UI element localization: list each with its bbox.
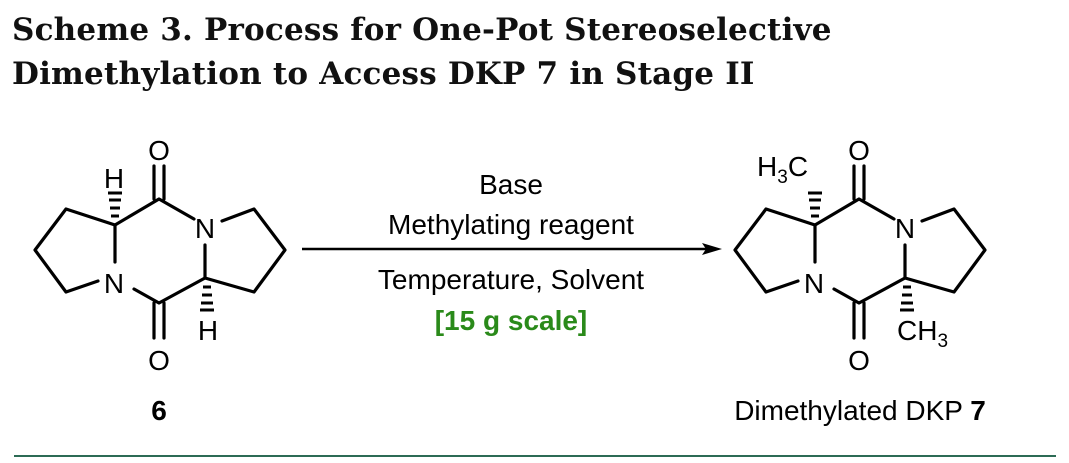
hashed-bond-top (108, 191, 122, 218)
condition-base: Base (479, 169, 543, 200)
product-molecule-7: O O N N H3C CH3 Dimethylated DKP 7 (733, 135, 987, 426)
hashed-bond-bottom-methyl (900, 285, 914, 312)
atom-n-left: N (104, 268, 124, 299)
methyl-top-h: H (757, 151, 777, 182)
methyl-top-c: C (788, 151, 808, 182)
methyl-bottom-ch3: CH3 (897, 315, 948, 352)
hashed-bond-bottom (200, 285, 214, 312)
compound-label-7: Dimethylated DKP 7 (734, 395, 986, 426)
title-line-1: Scheme 3. Process for One-Pot Stereosele… (12, 12, 832, 48)
atom-h-top: H (104, 163, 124, 194)
product-bonds (733, 164, 987, 340)
scheme-title: Scheme 3. Process for One-Pot Stereosele… (12, 8, 832, 96)
atom-n-right: N (895, 213, 915, 244)
methyl-bottom-subscript: 3 (937, 331, 948, 352)
reaction-arrow (302, 243, 722, 255)
scheme-bottom-rule (14, 455, 1056, 457)
compound-label-6: 6 (151, 395, 167, 426)
hashed-bond-top-methyl (808, 191, 822, 218)
atom-o-top: O (848, 135, 870, 166)
condition-scale: [15 g scale] (435, 305, 588, 336)
condition-methylating-reagent: Methylating reagent (388, 209, 634, 240)
compound-label-7-text: Dimethylated DKP (734, 395, 970, 426)
title-line-2: Dimethylation to Access DKP 7 in Stage I… (12, 56, 755, 92)
atom-o-top: O (148, 135, 170, 166)
atom-n-right: N (195, 213, 215, 244)
reactant-molecule-6: O O N N H H 6 (33, 135, 287, 426)
reactant-bonds (33, 164, 287, 340)
atom-n-left: N (804, 268, 824, 299)
methyl-top-subscript: 3 (777, 167, 788, 188)
methyl-top-h3c: H3C (757, 151, 808, 188)
atom-h-bottom: H (198, 315, 218, 346)
atom-o-bottom: O (148, 345, 170, 376)
methyl-bottom-ch: CH (897, 315, 937, 346)
condition-temperature-solvent: Temperature, Solvent (378, 264, 644, 295)
atom-o-bottom: O (848, 345, 870, 376)
compound-label-7-number: 7 (970, 395, 986, 426)
